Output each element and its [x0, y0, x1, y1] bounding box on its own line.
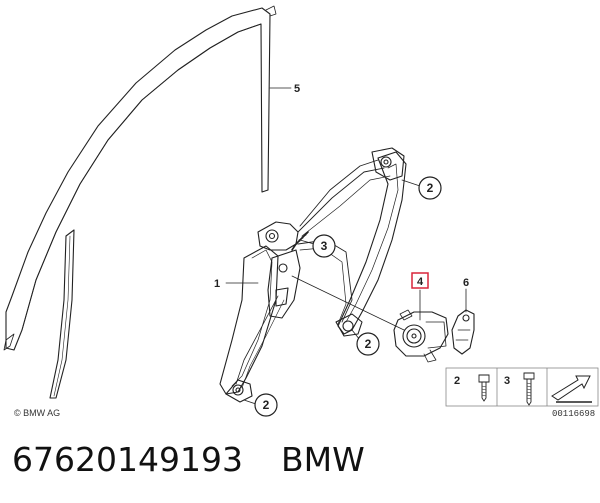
legend-label-3: 3	[504, 375, 510, 387]
callout-3: 3	[312, 234, 336, 258]
window-frame	[3, 5, 277, 399]
callout-4-highlighted: 4	[411, 272, 429, 289]
fastener-legend: 2 3	[445, 367, 599, 407]
leader-lines	[225, 87, 467, 405]
svg-text:2: 2	[427, 181, 434, 195]
legend-label-2: 2	[454, 375, 460, 387]
part-6-cover	[451, 309, 475, 355]
drawing-number: 00116698	[552, 409, 595, 419]
caption: 67620149193 BMW	[12, 440, 365, 480]
callout-1: 1	[214, 278, 220, 290]
callout-2-upper: 2	[418, 176, 442, 200]
svg-text:3: 3	[321, 239, 328, 253]
callout-2-middle: 2	[356, 332, 380, 356]
svg-text:2: 2	[263, 398, 270, 412]
window-regulator	[219, 147, 407, 403]
window-motor	[393, 309, 449, 363]
part-number: 67620149193	[12, 440, 243, 479]
svg-text:4: 4	[417, 276, 424, 288]
arrow-icon	[551, 375, 592, 403]
svg-text:2: 2	[365, 337, 372, 351]
bolt-3	[523, 372, 535, 406]
copyright-text: © BMW AG	[14, 408, 60, 418]
callout-5: 5	[294, 83, 300, 95]
bolt-2	[478, 374, 490, 402]
callout-2-lower: 2	[254, 393, 278, 417]
brand-name: BMW	[280, 440, 365, 479]
callout-6: 6	[463, 277, 469, 289]
